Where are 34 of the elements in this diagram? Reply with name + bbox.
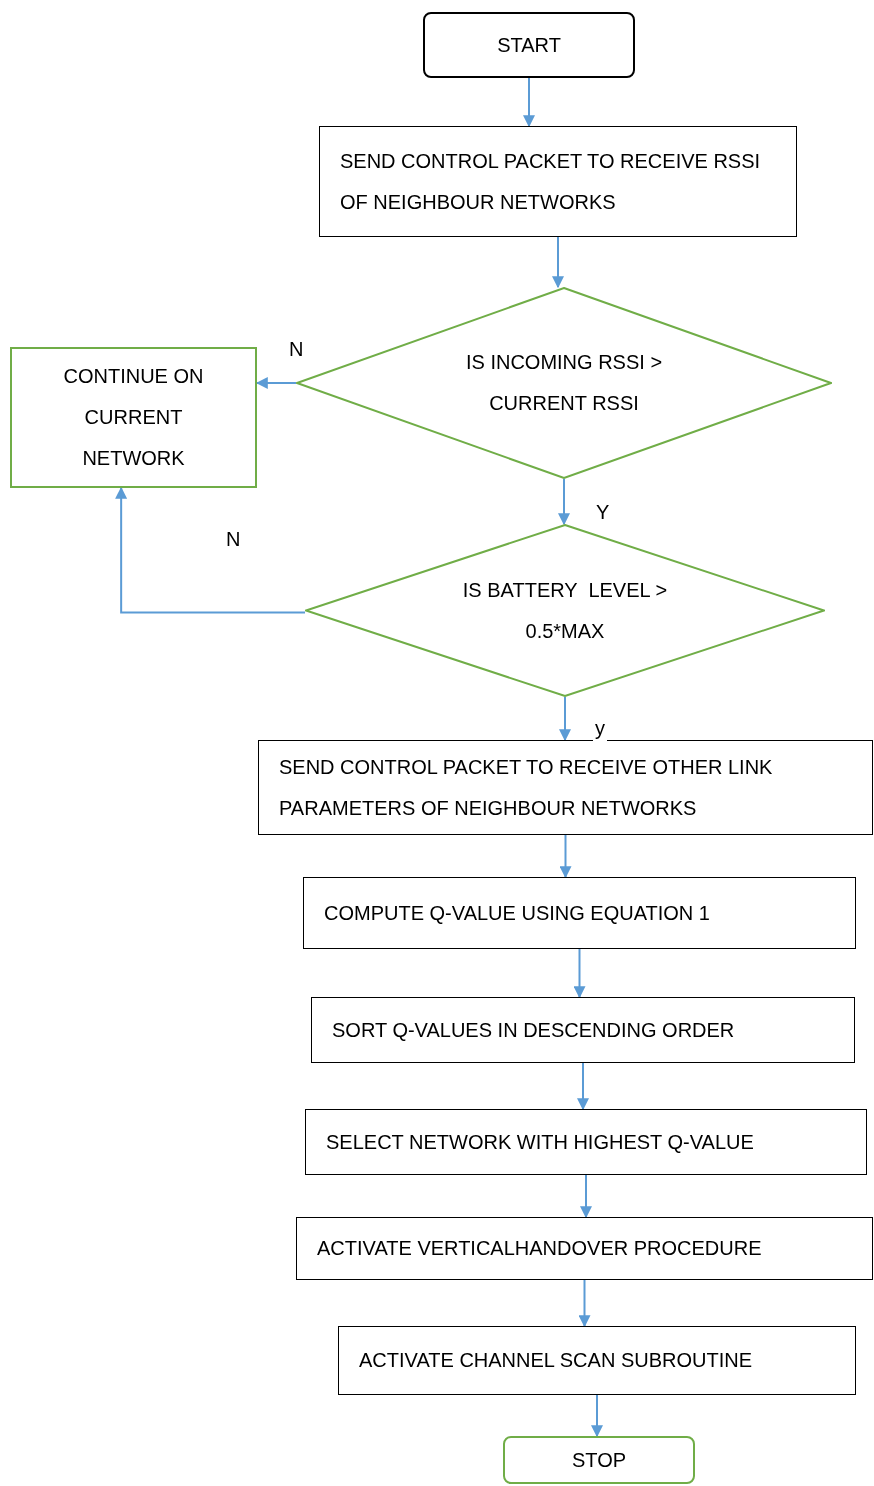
box-label: STOP xyxy=(571,1447,627,1473)
arrow xyxy=(559,834,572,879)
process-box xyxy=(296,1217,873,1280)
box-label: ACTIVATE CHANNEL SCAN SUBROUTINE xyxy=(359,1348,753,1373)
process-box xyxy=(311,997,855,1063)
box-label: IS BATTERY LEVEL > 0.5*MAX xyxy=(461,577,669,644)
arrow xyxy=(558,478,570,526)
terminal-box xyxy=(503,1436,695,1484)
process-box xyxy=(258,740,873,835)
box-label: IS INCOMING RSSI > CURRENT RSSI xyxy=(464,350,664,416)
box-label: START xyxy=(497,32,561,58)
box-label: ACTIVATE VERTICALHANDOVER PROCEDURE xyxy=(317,1236,762,1261)
terminal-box xyxy=(423,12,635,78)
box-label: CONTINUE ON CURRENT NETWORK xyxy=(62,364,205,471)
box-label: SEND CONTROL PACKET TO RECEIVE RSSI OF NEIGHBOUR NETWORKS xyxy=(340,148,762,215)
process-box xyxy=(305,1109,867,1175)
process-box xyxy=(10,347,257,488)
box-label: SEND CONTROL PACKET TO RECEIVE OTHER LINK PARAMETERS OF NEIGHBOUR NETWORKS xyxy=(279,754,774,821)
box-label: SORT Q-VALUES IN DESCENDING ORDER xyxy=(332,1017,735,1043)
box-label: SELECT NETWORK WITH HIGHEST Q-VALUE xyxy=(326,1129,754,1155)
arrow xyxy=(573,948,586,999)
arrow xyxy=(578,1279,591,1328)
arrow xyxy=(523,77,535,128)
box-label: COMPUTE Q-VALUE USING EQUATION 1 xyxy=(324,900,710,926)
process-box xyxy=(319,126,797,237)
arrow xyxy=(580,1174,592,1219)
process-box xyxy=(338,1326,856,1395)
decision-diamond xyxy=(305,524,825,697)
arrow xyxy=(559,696,571,742)
arrow xyxy=(552,236,564,289)
arrow xyxy=(115,486,306,614)
process-box xyxy=(303,877,856,949)
arrow xyxy=(577,1062,589,1111)
arrow xyxy=(591,1394,603,1438)
